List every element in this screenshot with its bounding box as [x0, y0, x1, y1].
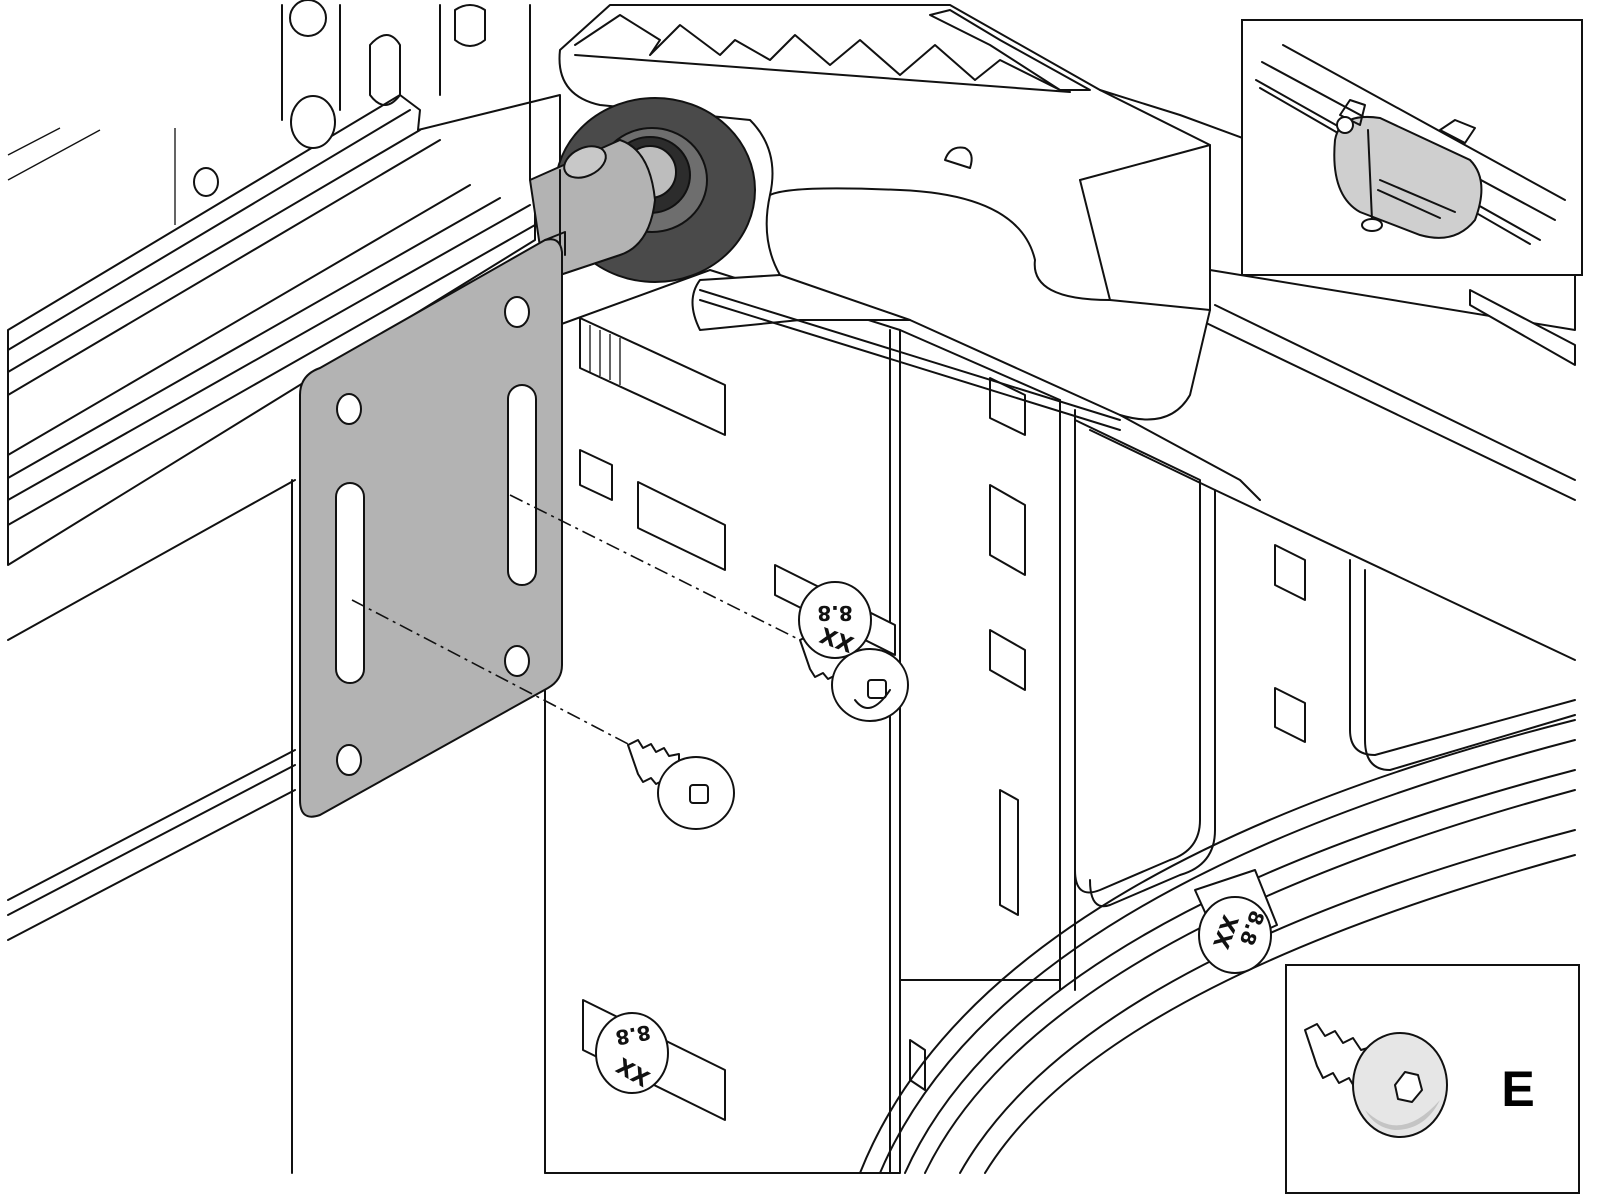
mounting-plate: [299, 231, 566, 818]
overview-inset: [1241, 19, 1583, 276]
right-channel: [899, 304, 1576, 991]
screw-head-installed-1: 8.8 XX: [798, 581, 872, 659]
horizontal-rail: [7, 94, 561, 941]
drum-ring: [859, 719, 1576, 1174]
plate-slot-left: [335, 482, 365, 684]
plate-hole-top-right: [504, 296, 530, 328]
plate-hole-bottom-left: [336, 744, 362, 776]
step-letter-label: E: [1501, 1061, 1534, 1117]
screw-lower-loose: [627, 739, 735, 830]
screw-marking-top: 8.8: [817, 601, 852, 625]
rail-carriage-detail-icon: [1255, 44, 1566, 245]
screw-head-installed-2: 8.8 XX: [1194, 869, 1278, 974]
carriage-arm: [558, 4, 1576, 501]
roller-axle: [529, 139, 656, 281]
assembly-guide-lines: [351, 494, 801, 746]
plate-hole-bottom-right: [504, 645, 530, 677]
screw-head-installed-3: 8.8 XX: [595, 1012, 669, 1094]
self-drilling-screw-icon: [1304, 1023, 1448, 1138]
plate-slot-right: [507, 384, 537, 586]
screw-upper-loose: [799, 634, 909, 722]
detail-callout: E: [1285, 964, 1580, 1194]
plate-hole-top-left: [336, 393, 362, 425]
